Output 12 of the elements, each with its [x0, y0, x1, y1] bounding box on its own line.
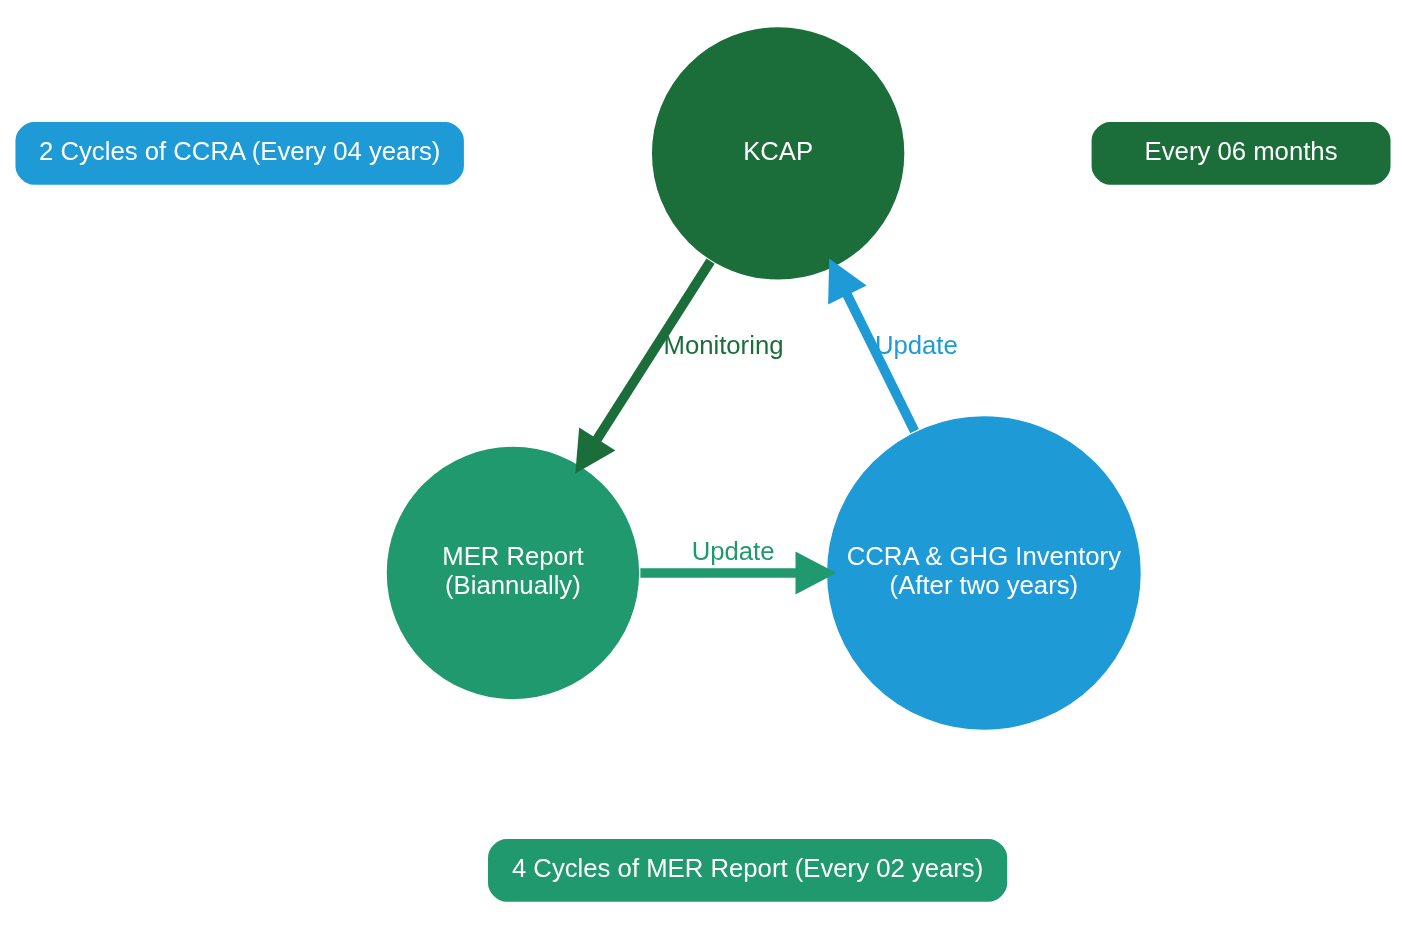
arrow	[828, 257, 919, 433]
edge-label: Update	[691, 536, 775, 565]
node-box: 2 Cycles of CCRA (Every 04 years)	[13, 119, 466, 186]
edge-label: Update	[874, 330, 958, 359]
node-circle: MER Report (Biannually)	[385, 444, 641, 701]
node-box: 4 Cycles of MER Report (Every 02 years)	[486, 836, 1009, 903]
edge-label: Monitoring	[663, 330, 784, 359]
arrow	[640, 551, 837, 594]
node-box: Every 06 months	[1089, 119, 1393, 186]
arrow	[575, 258, 715, 473]
node-circle: CCRA & GHG Inventory (After two years)	[825, 414, 1143, 731]
node-circle: KCAP	[650, 25, 906, 281]
